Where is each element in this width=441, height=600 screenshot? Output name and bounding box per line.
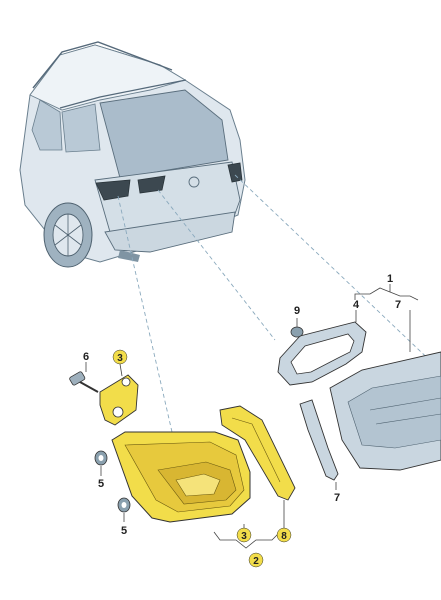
callout-5-lower: 5: [121, 525, 127, 537]
nut-part-5-lower: [117, 497, 131, 513]
callout-3-lower: 3: [236, 527, 252, 543]
seal-part-8: [219, 405, 296, 501]
callout-label-2: 2: [253, 556, 259, 567]
callout-label-1: 1: [387, 273, 393, 285]
callout-6: 6: [83, 351, 89, 363]
callout-7-upper: 7: [395, 299, 401, 311]
bolt-part-6: [69, 371, 99, 393]
callout-4: 4: [353, 299, 360, 311]
tail-light-inner-part-1: [329, 351, 441, 471]
callout-label-5-lower: 5: [121, 525, 127, 537]
callout-7-lower: 7: [334, 492, 340, 504]
callout-1: 1: [387, 273, 393, 285]
car-rear-view: [19, 41, 246, 268]
callout-label-6: 6: [83, 351, 89, 363]
callout-8: 8: [276, 527, 292, 543]
bracket-part-3-upper: [99, 374, 139, 426]
callout-label-3-upper: 3: [117, 353, 123, 364]
callout-label-5-upper: 5: [98, 478, 104, 490]
callout-9: 9: [294, 305, 300, 317]
callout-2: 2: [248, 552, 264, 568]
clip-part-9: [290, 326, 304, 338]
callout-label-3-lower: 3: [241, 531, 247, 542]
guide-lines: [117, 174, 441, 433]
leader-lines: [85, 284, 419, 549]
callout-label-8: 8: [281, 531, 287, 542]
callout-label-4: 4: [353, 299, 360, 311]
gasket-part-4: [277, 321, 367, 386]
callout-label-7-upper: 7: [395, 299, 401, 311]
nut-part-5-upper: [94, 450, 108, 466]
callout-3-upper: 3: [112, 349, 128, 365]
callout-5-upper: 5: [98, 478, 104, 490]
tail-light-outer-part-2: [111, 431, 251, 523]
callout-label-9: 9: [294, 305, 300, 317]
trim-part-7: [299, 399, 339, 481]
callout-label-7-lower: 7: [334, 492, 340, 504]
